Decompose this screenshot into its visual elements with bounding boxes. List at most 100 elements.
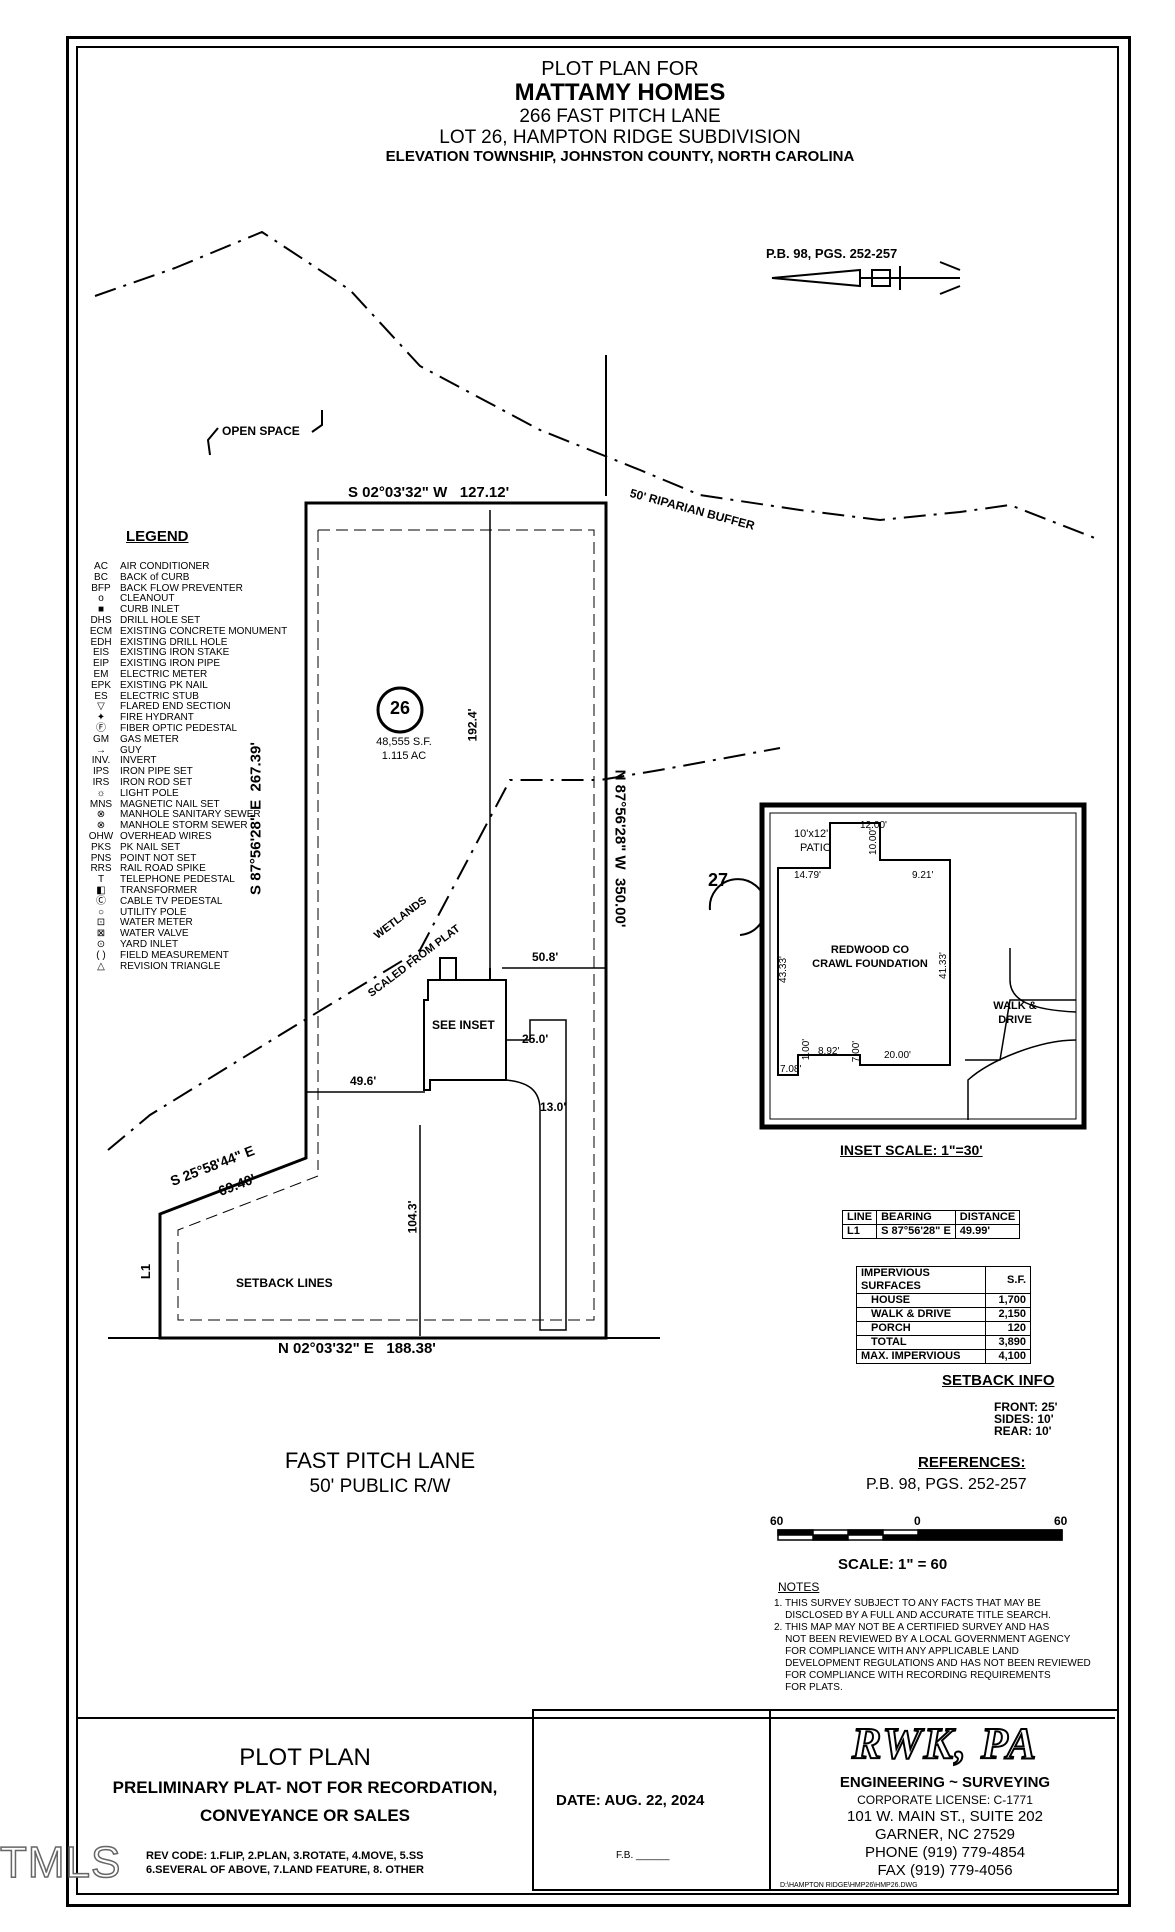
legend-label: PK NAIL SET bbox=[120, 841, 181, 853]
tb-eng: ENGINEERING ~ SURVEYING bbox=[839, 1774, 1051, 1791]
legend-symbol: EIS bbox=[92, 647, 110, 659]
inset-house bbox=[777, 822, 951, 1076]
scale-left: 60 bbox=[770, 1514, 784, 1528]
tb-path: D:\HAMPTON RIDGE\HMP26\HMP26.DWG bbox=[780, 1882, 918, 1889]
legend-symbol: ⊗ bbox=[96, 820, 106, 832]
note-line: 1. THIS SURVEY SUBJECT TO ANY FACTS THAT… bbox=[774, 1598, 1041, 1609]
legend-label: FIBER OPTIC PEDESTAL bbox=[120, 723, 238, 734]
legend-label: CURB INLET bbox=[120, 604, 180, 616]
legend-label: YARD INLET bbox=[120, 939, 179, 950]
inner-frame bbox=[76, 46, 1119, 1895]
legend-item: ( )FIELD MEASUREMENT bbox=[88, 950, 229, 962]
header-line2: MATTAMY HOMES bbox=[514, 79, 726, 106]
bearing-top: S 02°03'32" W 127.12' bbox=[348, 484, 510, 501]
legend-label: MANHOLE STORM SEWER bbox=[120, 820, 248, 832]
legend-symbol: INV. bbox=[91, 755, 111, 767]
legend-item: ⊡WATER METER bbox=[88, 918, 193, 929]
lot-26-circle bbox=[376, 686, 424, 734]
outer-frame bbox=[66, 36, 1131, 1907]
legend-symbol: ⊗ bbox=[96, 809, 106, 821]
legend-symbol: Ⓕ bbox=[96, 723, 106, 734]
legend-item: BC BACK of CURB bbox=[88, 571, 190, 584]
legend-symbol: ⊠ bbox=[96, 928, 106, 940]
inset-d6: 41.33' bbox=[937, 952, 949, 979]
legend-label: FIRE HYDRANT bbox=[120, 712, 194, 724]
legend-symbol: ECM bbox=[89, 625, 113, 637]
legend-label: EXISTING IRON STAKE bbox=[120, 647, 230, 659]
legend-symbol: Ⓒ bbox=[96, 895, 106, 907]
legend-label: TELEPHONE PEDESTAL bbox=[120, 874, 235, 886]
line-table-header: LINE BEARING DISTANCE bbox=[841, 1210, 1021, 1225]
inset-d4: 9.21' bbox=[912, 870, 934, 881]
inset-d10: 1.00' bbox=[801, 1038, 813, 1061]
legend-item: ⊙YARD INLET bbox=[88, 939, 179, 951]
legend-label: POINT NOT SET bbox=[120, 852, 197, 864]
inset-d7: 8.92' bbox=[818, 1046, 840, 1057]
legend-label: IRON PIPE SET bbox=[120, 766, 193, 778]
legend-symbol: OHW bbox=[88, 831, 114, 842]
note-line: FOR COMPLIANCE WITH ANY APPLICABLE LAND bbox=[774, 1646, 1019, 1657]
wetlands-line bbox=[107, 747, 781, 1151]
inset-foundation-2: CRAWL FOUNDATION bbox=[812, 958, 928, 970]
legend-symbol: ○ bbox=[97, 906, 105, 918]
setback-title: SETBACK INFO bbox=[942, 1372, 1055, 1389]
tb-rev-2: 6.SEVERAL OF ABOVE, 7.LAND FEATURE, 8. O… bbox=[146, 1864, 424, 1876]
legend-item: ☼ LIGHT POLE bbox=[88, 787, 179, 800]
legend-symbol: ✦ bbox=[96, 712, 106, 724]
inset-patio: 10'x12' bbox=[794, 828, 829, 840]
legend-symbol: GM bbox=[92, 733, 110, 745]
legend-item: ▽ FLARED END SECTION bbox=[88, 701, 231, 713]
scale-right: 60 bbox=[1054, 1514, 1068, 1528]
legend-label: FLARED END SECTION bbox=[120, 701, 231, 713]
inset-patio-label: PATIO bbox=[800, 842, 832, 854]
impervious-value: 120 bbox=[985, 1321, 1031, 1336]
legend-symbol: △ bbox=[97, 960, 105, 972]
company-logo: RWK, PA bbox=[851, 1718, 1038, 1769]
note-line: FOR PLATS. bbox=[774, 1682, 843, 1693]
inset-d8: 20.00' bbox=[884, 1050, 911, 1061]
scale-label: SCALE: 1" = 60 bbox=[838, 1556, 948, 1573]
legend-symbol: ☼ bbox=[96, 787, 106, 799]
legend-label: TRANSFORMER bbox=[120, 885, 198, 896]
table-row: L1 S 87°56'28" E 49.99' bbox=[841, 1224, 1021, 1239]
impervious-label: HOUSE bbox=[856, 1293, 986, 1308]
bearing-right: N 87°56'28" W 350.00' bbox=[611, 769, 629, 928]
legend-label: BACK of CURB bbox=[120, 571, 190, 583]
legend-label: MANHOLE SANITARY SEWER bbox=[120, 809, 261, 821]
dimension-1043: 104.3' bbox=[405, 1200, 420, 1234]
header-line4: LOT 26, HAMPTON RIDGE SUBDIVISION bbox=[439, 127, 801, 148]
tb-address-1: 101 W. MAIN ST., SUITE 202 bbox=[847, 1808, 1043, 1825]
legend-item: ◧TRANSFORMER bbox=[88, 885, 198, 897]
header-line3: 266 FAST PITCH LANE bbox=[519, 106, 721, 127]
legend-label: INVERT bbox=[120, 755, 157, 767]
impervious-header: IMPERVIOUS SURFACES S.F. bbox=[856, 1266, 1031, 1294]
legend-symbol: BC bbox=[94, 571, 108, 583]
legend-label: LIGHT POLE bbox=[120, 787, 179, 799]
legend-item: →GUY bbox=[88, 745, 142, 757]
legend-label: ELECTRIC STUB bbox=[120, 690, 199, 702]
legend-symbol: EDH bbox=[90, 636, 112, 648]
dimension-496: 49.6' bbox=[350, 1074, 377, 1088]
legend-symbol: EM bbox=[93, 669, 109, 680]
impervious-value: 1,700 bbox=[985, 1293, 1031, 1308]
lot-area-ac: 1.115 AC bbox=[381, 750, 427, 762]
lot-area-sf: 48,555 S.F. bbox=[376, 736, 432, 748]
impervious-label: MAX. IMPERVIOUS bbox=[856, 1349, 986, 1364]
legend-label: CLEANOUT bbox=[120, 593, 175, 605]
tb-rev-1: REV CODE: 1.FLIP, 2.PLAN, 3.ROTATE, 4.MO… bbox=[146, 1850, 424, 1862]
setback-lines-label: SETBACK LINES bbox=[236, 1276, 333, 1290]
impervious-label: WALK & DRIVE bbox=[856, 1307, 986, 1322]
legend-symbol: ▽ bbox=[97, 701, 105, 713]
street-name: FAST PITCH LANE bbox=[284, 1448, 476, 1473]
